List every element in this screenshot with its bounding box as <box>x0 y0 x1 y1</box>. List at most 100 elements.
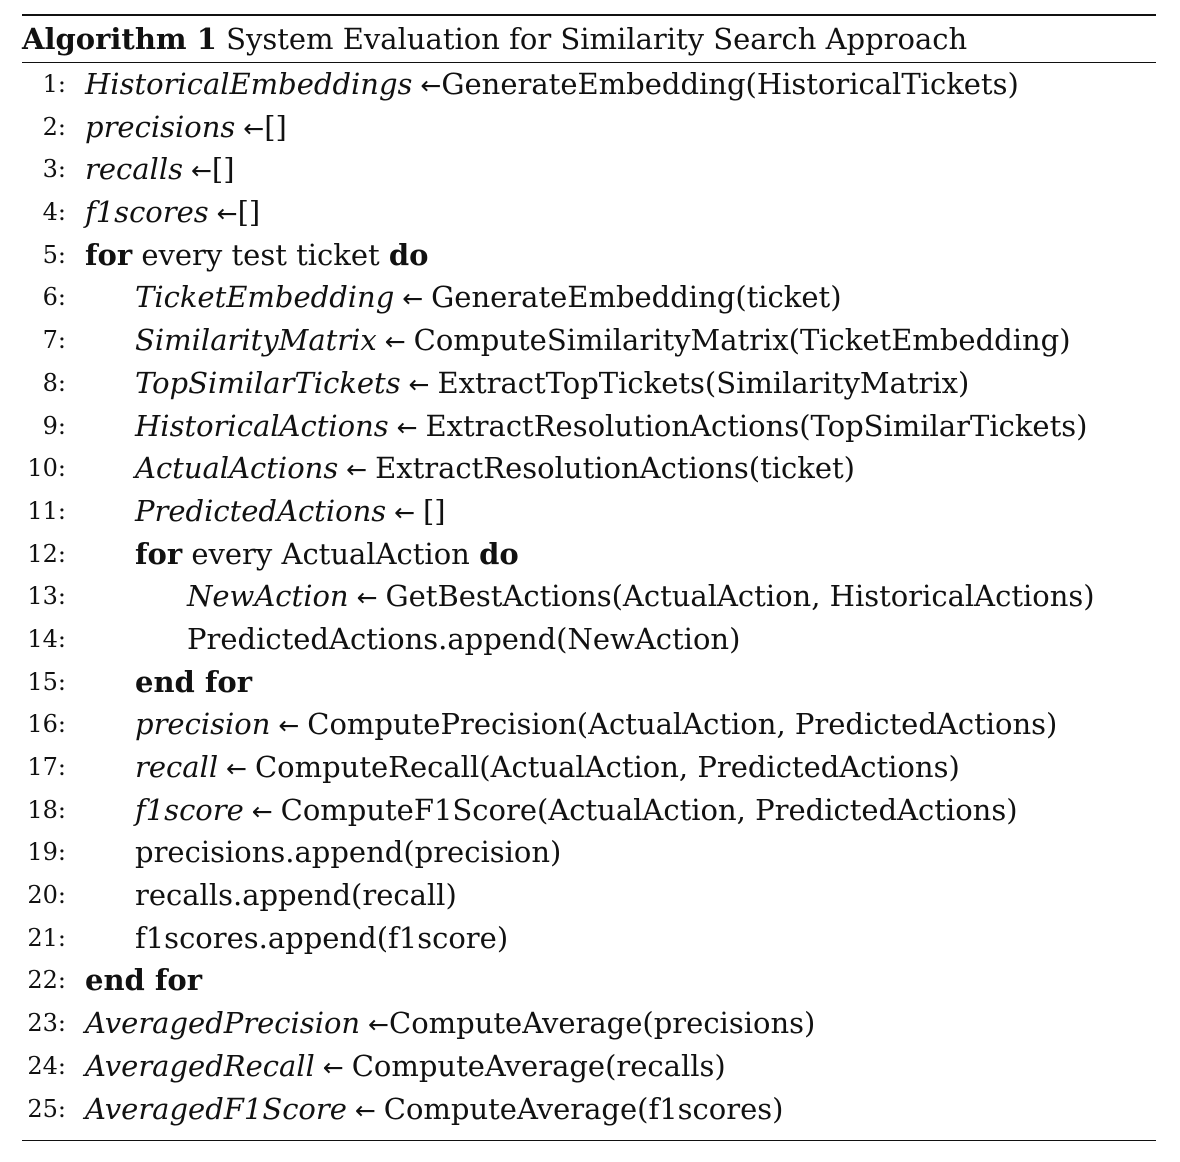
algorithm-line: 20: recalls.append(recall) <box>22 874 1156 917</box>
line-code: recall ← ComputeRecall(ActualAction, Pre… <box>135 746 960 791</box>
line-code: PredictedActions.append(NewAction) <box>187 618 740 661</box>
keyword: for <box>85 237 133 272</box>
algorithm-line: 17: recall ← ComputeRecall(ActualAction, … <box>22 746 1156 789</box>
variable-name: AveragedF1Score <box>85 1091 347 1126</box>
line-number: 1: <box>42 70 66 98</box>
algorithm-line: 2: precisions ←[] <box>22 106 1156 149</box>
expression: GetBestActions(ActualAction, HistoricalA… <box>385 579 1095 614</box>
algorithm-line: 22: end for <box>22 959 1156 1002</box>
assign-arrow: ← <box>218 754 255 783</box>
assign-arrow: ← <box>183 156 212 186</box>
line-number: 20: <box>27 881 66 910</box>
algorithm-lines: 1: HistoricalEmbeddings ←GenerateEmbeddin… <box>22 63 1156 1130</box>
statement: recalls.append(recall) <box>135 878 457 913</box>
line-number: 4: <box>42 198 66 227</box>
line-code: HistoricalEmbeddings ←GenerateEmbedding(… <box>85 63 1019 108</box>
algorithm-line: 23:AveragedPrecision ←ComputeAverage(pre… <box>22 1002 1156 1045</box>
line-code: HistoricalActions ← ExtractResolutionAct… <box>135 405 1087 450</box>
keyword: end for <box>135 664 253 699</box>
algorithm-line: 21: f1scores.append(f1score) <box>22 917 1156 960</box>
algorithm-line: 10:ActualActions ← ExtractResolutionActi… <box>22 447 1156 490</box>
loop-condition: every ActualAction <box>182 536 480 571</box>
top-rule <box>22 14 1156 16</box>
line-number: 17: <box>27 753 66 781</box>
variable-name: HistoricalActions <box>135 408 389 443</box>
assign-arrow: ← <box>314 1052 352 1082</box>
algorithm-line: 24:AveragedRecall ← ComputeAverage(recal… <box>22 1045 1156 1088</box>
assign-arrow: ← <box>412 71 442 100</box>
keyword: for <box>135 536 183 571</box>
line-code: precision ← ComputePrecision(ActualActio… <box>135 703 1057 748</box>
line-number: 5: <box>42 240 66 269</box>
line-number: 16: <box>27 710 66 739</box>
line-number: 21: <box>27 923 66 952</box>
assign-arrow: ← <box>400 369 438 399</box>
bottom-rule <box>22 1140 1156 1141</box>
assign-arrow: ← <box>243 796 281 826</box>
algorithm-caption: Algorithm 1 System Evaluation for Simila… <box>22 16 1156 62</box>
assign-arrow: ← <box>270 711 308 741</box>
expression: ComputeAverage(precisions) <box>389 1006 816 1041</box>
line-code: TopSimilarTickets ← ExtractTopTickets(Si… <box>135 362 969 407</box>
algorithm-line: 15:end for <box>22 661 1156 704</box>
line-number: 22: <box>27 966 66 995</box>
expression: ExtractResolutionActions(TopSimilarTicke… <box>425 408 1088 443</box>
algorithm-line: 12:for every ActualAction do <box>22 533 1156 576</box>
line-code: f1score ← ComputeF1Score(ActualAction, P… <box>135 789 1018 834</box>
assign-arrow: ← <box>386 497 423 527</box>
line-code: TicketEmbedding ← GenerateEmbedding(tick… <box>135 276 842 321</box>
expression: ComputePrecision(ActualAction, Predicted… <box>307 707 1058 742</box>
expression: [] <box>211 152 235 187</box>
line-code: recalls ←[] <box>85 148 235 193</box>
assign-arrow: ← <box>376 327 414 357</box>
expression: ExtractTopTickets(SimilarityMatrix) <box>437 365 970 400</box>
keyword: end for <box>85 963 203 998</box>
algorithm-label: Algorithm 1 <box>22 22 217 56</box>
keyword: do <box>479 536 519 571</box>
variable-name: recall <box>135 750 219 784</box>
variable-name: PredictedActions <box>135 493 387 528</box>
assign-arrow: ← <box>360 1010 390 1040</box>
expression: ComputeAverage(recalls) <box>351 1048 726 1083</box>
variable-name: SimilarityMatrix <box>135 323 377 358</box>
expression: ExtractResolutionActions(ticket) <box>375 451 855 486</box>
loop-condition: every test ticket <box>132 237 389 272</box>
assign-arrow: ← <box>338 455 376 485</box>
caption-rule <box>22 62 1156 63</box>
algorithm-line: 6:TicketEmbedding ← GenerateEmbedding(ti… <box>22 276 1156 319</box>
expression: [] <box>264 109 287 144</box>
algorithm-line: 16: precision ← ComputePrecision(ActualAc… <box>22 703 1156 746</box>
algorithm-line: 3: recalls ←[] <box>22 148 1156 191</box>
line-number: 7: <box>42 326 66 355</box>
line-code: f1scores.append(f1score) <box>135 917 508 960</box>
expression: GenerateEmbedding(HistoricalTickets) <box>441 67 1019 101</box>
variable-name: NewAction <box>187 579 349 614</box>
algorithm-line: 14: PredictedActions.append(NewAction) <box>22 618 1156 661</box>
line-code: f1scores ←[] <box>85 191 260 236</box>
line-number: 11: <box>27 496 66 525</box>
line-number: 9: <box>42 411 66 440</box>
line-code: precisions ←[] <box>85 106 287 151</box>
assign-arrow: ← <box>348 583 386 613</box>
expression: [] <box>237 195 261 230</box>
statement: precisions.append(precision) <box>135 835 562 870</box>
line-code: AveragedF1Score ← ComputeAverage(f1score… <box>85 1088 783 1133</box>
variable-name: precision <box>135 707 271 742</box>
line-number: 10: <box>27 454 66 483</box>
line-number: 18: <box>27 795 66 824</box>
algorithm-line: 25:AveragedF1Score ← ComputeAverage(f1sc… <box>22 1088 1156 1131</box>
line-number: 2: <box>42 112 66 141</box>
line-code: AveragedRecall ← ComputeAverage(recalls) <box>85 1045 726 1090</box>
line-number: 3: <box>42 155 66 184</box>
assign-arrow: ← <box>346 1095 384 1125</box>
assign-arrow: ← <box>394 284 432 314</box>
line-code: end for <box>85 959 202 1002</box>
line-number: 8: <box>42 368 66 397</box>
algorithm-line: 1: HistoricalEmbeddings ←GenerateEmbeddin… <box>22 63 1156 106</box>
line-code: SimilarityMatrix ← ComputeSimilarityMatr… <box>135 319 1071 364</box>
line-number: 14: <box>27 624 66 653</box>
assign-arrow: ← <box>235 113 265 143</box>
expression: ComputeRecall(ActualAction, PredictedAct… <box>254 750 960 784</box>
algorithm-line: 19:precisions.append(precision) <box>22 831 1156 874</box>
algorithm-line: 11:PredictedActions ← [] <box>22 490 1156 533</box>
